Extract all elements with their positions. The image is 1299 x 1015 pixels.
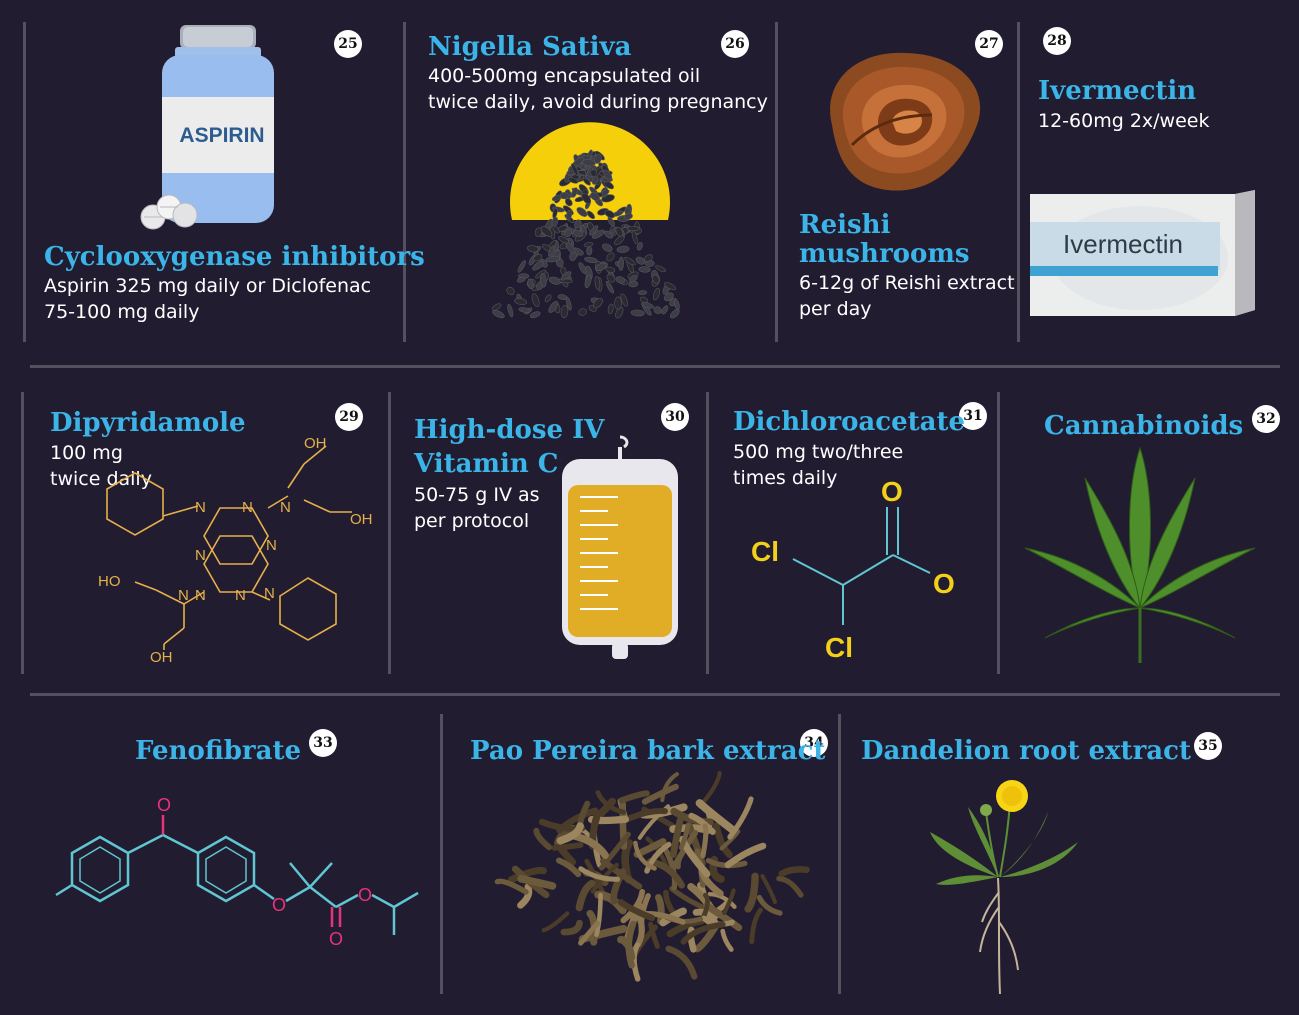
divider — [838, 714, 841, 994]
molecule-atom-labels: O O O O — [157, 795, 372, 949]
divider — [403, 22, 406, 342]
svg-text:OH: OH — [150, 649, 173, 666]
svg-text:O: O — [329, 929, 343, 949]
item-number-badge: 31 — [959, 402, 987, 430]
item-number-badge: 34 — [800, 729, 828, 757]
item-number-badge: 35 — [1194, 732, 1222, 760]
svg-text:N: N — [195, 547, 206, 564]
item-desc-line: 400-500mg encapsulated oil — [428, 65, 701, 87]
item-desc-line: times daily — [733, 467, 838, 489]
divider — [30, 693, 1280, 696]
svg-text:N: N — [264, 585, 275, 602]
aspirin-bottle-icon: ASPIRIN — [140, 25, 274, 230]
item-number-badge: 30 — [661, 403, 689, 431]
svg-text:O: O — [358, 885, 372, 905]
svg-text:N: N — [195, 587, 206, 604]
fenofibrate-structure-icon: O O O O — [55, 795, 419, 949]
item-title: Dichloroacetate — [733, 407, 966, 437]
item-title: Ivermectin — [1038, 76, 1197, 106]
dandelion-plant-icon — [930, 780, 1078, 995]
item-number-badge: 26 — [721, 30, 749, 58]
item-number-badge: 28 — [1043, 27, 1071, 55]
ivermectin-box-icon: Ivermectin — [1030, 190, 1255, 316]
divider — [440, 714, 443, 994]
divider — [706, 392, 709, 674]
divider — [30, 365, 1280, 368]
ivermectin-label: Ivermectin — [1063, 229, 1183, 259]
item-desc-line: twice daily — [50, 468, 152, 490]
svg-text:N: N — [178, 587, 189, 604]
item-desc-line: per day — [799, 298, 872, 320]
item-desc-line: 100 mg — [50, 442, 123, 464]
item-desc-line: per protocol — [414, 510, 530, 532]
item-desc-line: 6-12g of Reishi extract — [799, 272, 1015, 294]
dipyridamole-structure-icon: N N N N N N N N N OH OH HO OH — [98, 435, 373, 666]
item-desc-line: 12-60mg 2x/week — [1038, 110, 1210, 132]
svg-text:OH: OH — [350, 511, 373, 528]
item-desc-line: 50-75 g IV as — [414, 484, 540, 506]
divider — [21, 392, 24, 674]
item-title: Fenofibrate — [135, 736, 302, 766]
item-title: Reishi — [799, 210, 891, 240]
cannabis-leaf-icon — [1024, 446, 1256, 663]
svg-text:Cl: Cl — [825, 632, 853, 663]
divider — [388, 392, 391, 674]
item-desc-line: 75-100 mg daily — [44, 301, 200, 323]
svg-text:Cl: Cl — [751, 536, 779, 567]
item-number-badge: 27 — [975, 30, 1003, 58]
aspirin-label: ASPIRIN — [179, 124, 264, 147]
item-title: Cyclooxygenase inhibitors — [44, 242, 425, 272]
item-title: mushrooms — [799, 239, 970, 269]
item-title: Vitamin C — [414, 449, 559, 479]
svg-text:N: N — [280, 499, 291, 516]
dichloroacetate-structure-icon: Cl O O Cl — [751, 476, 955, 663]
item-number-badge: 33 — [309, 729, 337, 757]
svg-text:N: N — [235, 587, 246, 604]
divider — [23, 22, 26, 342]
black-seed-pile-icon — [492, 122, 680, 319]
item-number-badge: 29 — [335, 403, 363, 431]
item-title: Cannabinoids — [1044, 411, 1244, 441]
svg-text:O: O — [933, 568, 955, 599]
item-number-badge: 25 — [334, 30, 362, 58]
item-title: High-dose IV — [414, 415, 605, 445]
svg-text:OH: OH — [304, 435, 327, 452]
divider — [1017, 22, 1020, 342]
item-title: Dipyridamole — [50, 408, 246, 438]
item-desc-line: Aspirin 325 mg daily or Diclofenac — [44, 275, 372, 297]
divider — [775, 22, 778, 342]
svg-text:N: N — [242, 499, 253, 516]
svg-text:N: N — [266, 537, 277, 554]
iv-bag-icon — [562, 435, 678, 659]
svg-text:O: O — [272, 895, 286, 915]
svg-text:O: O — [881, 476, 903, 507]
item-desc-line: twice daily, avoid during pregnancy — [428, 91, 768, 113]
item-title: Dandelion root extract — [861, 736, 1191, 766]
molecule-atom-labels: N N N N N N N N N OH OH HO OH — [98, 435, 373, 666]
item-number-badge: 32 — [1252, 405, 1280, 433]
reishi-mushroom-icon — [830, 52, 981, 191]
svg-text:O: O — [157, 795, 171, 815]
svg-text:N: N — [195, 499, 206, 516]
item-title: Nigella Sativa — [428, 32, 632, 62]
item-title: Pao Pereira bark extract — [470, 736, 826, 766]
item-desc-line: 500 mg two/three — [733, 441, 904, 463]
svg-text:HO: HO — [98, 573, 121, 590]
divider — [997, 392, 1000, 674]
bark-pile-icon — [494, 771, 810, 982]
